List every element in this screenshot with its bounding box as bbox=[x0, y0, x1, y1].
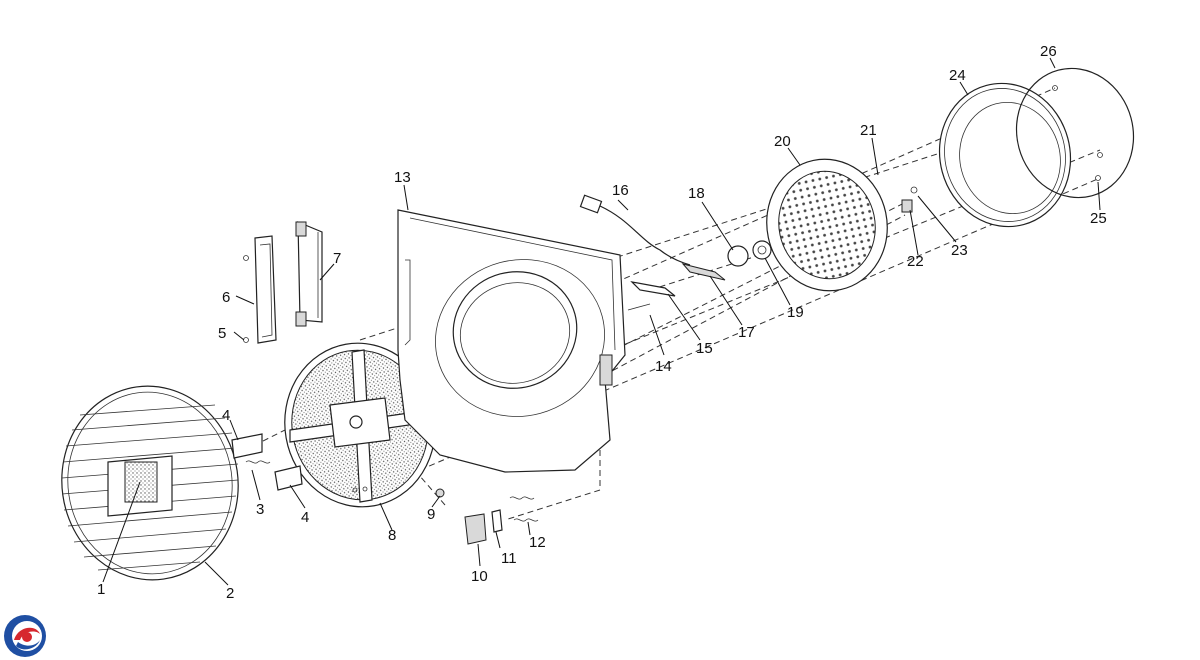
label-part-10: 10 bbox=[471, 568, 488, 585]
label-part-15: 15 bbox=[696, 340, 713, 357]
label-part-11: 11 bbox=[501, 550, 517, 567]
clip-and-screw bbox=[901, 186, 918, 213]
motor-components bbox=[681, 240, 772, 281]
label-part-25: 25 bbox=[1090, 210, 1107, 227]
button-cap-assembly bbox=[464, 496, 539, 545]
screw-9 bbox=[435, 488, 445, 498]
label-part-22: 22 bbox=[907, 253, 924, 270]
mounting-bracket bbox=[243, 221, 323, 344]
backdraft-ring bbox=[938, 82, 1072, 228]
label-part-4a: 4 bbox=[222, 407, 230, 424]
label-part-14: 14 bbox=[655, 358, 672, 375]
label-part-3: 3 bbox=[256, 501, 264, 518]
label-part-1: 1 bbox=[97, 581, 105, 598]
wire-harness bbox=[579, 194, 691, 266]
label-part-4b: 4 bbox=[301, 509, 309, 526]
leader-lines bbox=[102, 57, 1101, 586]
label-part-23: 23 bbox=[951, 242, 968, 259]
label-part-8: 8 bbox=[388, 527, 396, 544]
label-part-5: 5 bbox=[218, 325, 226, 342]
label-part-9: 9 bbox=[427, 506, 435, 523]
label-part-21: 21 bbox=[860, 122, 877, 139]
label-part-20: 20 bbox=[774, 133, 791, 150]
label-part-12: 12 bbox=[529, 534, 546, 551]
label-part-18: 18 bbox=[688, 185, 705, 202]
label-part-2: 2 bbox=[226, 585, 234, 602]
label-part-24: 24 bbox=[949, 67, 966, 84]
mesh-impeller-plate bbox=[766, 158, 888, 292]
part-number-labels: 1 2 3 4 4 5 6 7 8 9 10 11 12 13 14 15 16… bbox=[97, 43, 1107, 602]
fan-housing bbox=[397, 209, 626, 473]
label-part-17: 17 bbox=[738, 324, 755, 341]
label-part-6: 6 bbox=[222, 289, 230, 306]
label-part-16: 16 bbox=[612, 182, 629, 199]
actuator-lever bbox=[627, 281, 676, 311]
label-part-7: 7 bbox=[333, 250, 341, 267]
filter-plate bbox=[284, 342, 436, 508]
label-part-19: 19 bbox=[787, 304, 804, 321]
seal-gasket bbox=[1015, 67, 1135, 199]
label-part-26: 26 bbox=[1040, 43, 1057, 60]
front-grille bbox=[61, 385, 239, 581]
screws-25 bbox=[1052, 85, 1103, 181]
latch-parts bbox=[231, 433, 303, 491]
label-part-13: 13 bbox=[394, 169, 411, 186]
brand-swirl-logo bbox=[4, 615, 46, 657]
